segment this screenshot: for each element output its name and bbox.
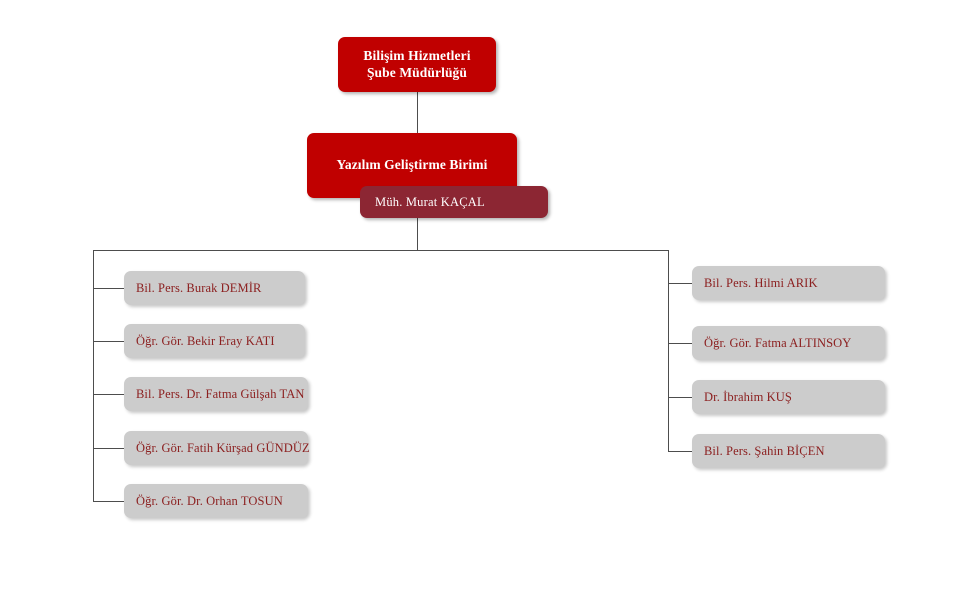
node-staff-right-3[interactable]: Dr. İbrahim KUŞ (692, 380, 885, 414)
connector-stub-right-2 (668, 343, 692, 344)
node-staff-right-1[interactable]: Bil. Pers. Hilmi ARIK (692, 266, 885, 300)
connector-stub-right-4 (668, 451, 692, 452)
node-staff-label: Dr. İbrahim KUŞ (704, 389, 792, 404)
node-staff-label: Bil. Pers. Şahin BİÇEN (704, 443, 825, 458)
node-unit-label: Yazılım Geliştirme Birimi (336, 157, 488, 173)
node-staff-left-5[interactable]: Öğr. Gör. Dr. Orhan TOSUN (124, 484, 308, 518)
node-root-label: Bilişim Hizmetleri Şube Müdürlüğü (363, 48, 470, 81)
connector-stub-left-5 (93, 501, 124, 502)
node-staff-label: Öğr. Gör. Fatih Kürşad GÜNDÜZ (136, 440, 310, 455)
connector-stub-left-1 (93, 288, 124, 289)
node-manager-label: Müh. Murat KAÇAL (375, 194, 485, 209)
node-manager[interactable]: Müh. Murat KAÇAL (360, 186, 548, 218)
node-staff-left-3[interactable]: Bil. Pers. Dr. Fatma Gülşah TAN (124, 377, 308, 411)
connector-stub-left-4 (93, 448, 124, 449)
node-staff-label: Bil. Pers. Hilmi ARIK (704, 275, 818, 290)
connector-stub-left-2 (93, 341, 124, 342)
node-staff-right-2[interactable]: Öğr. Gör. Fatma ALTINSOY (692, 326, 885, 360)
node-staff-label: Öğr. Gör. Fatma ALTINSOY (704, 335, 852, 350)
node-root-label-line2: Şube Müdürlüğü (366, 64, 468, 80)
connector-stub-right-3 (668, 397, 692, 398)
connector-horizontal-bus (93, 250, 669, 251)
connector-manager-to-bus (417, 218, 418, 251)
connector-stub-left-3 (93, 394, 124, 395)
node-staff-label: Öğr. Gör. Dr. Orhan TOSUN (136, 493, 283, 508)
node-root-department[interactable]: Bilişim Hizmetleri Şube Müdürlüğü (338, 37, 496, 92)
node-staff-left-2[interactable]: Öğr. Gör. Bekir Eray KATI (124, 324, 305, 358)
node-staff-right-4[interactable]: Bil. Pers. Şahin BİÇEN (692, 434, 885, 468)
connector-right-spine (668, 250, 669, 451)
node-root-label-line1: Bilişim Hizmetleri (363, 48, 471, 64)
node-staff-label: Bil. Pers. Burak DEMİR (136, 280, 262, 295)
connector-stub-right-1 (668, 283, 692, 284)
connector-root-to-unit (417, 92, 418, 133)
node-staff-left-4[interactable]: Öğr. Gör. Fatih Kürşad GÜNDÜZ (124, 431, 310, 465)
connector-left-spine (93, 250, 94, 501)
node-staff-label: Öğr. Gör. Bekir Eray KATI (136, 333, 275, 348)
node-staff-label: Bil. Pers. Dr. Fatma Gülşah TAN (136, 386, 305, 401)
node-staff-left-1[interactable]: Bil. Pers. Burak DEMİR (124, 271, 305, 305)
